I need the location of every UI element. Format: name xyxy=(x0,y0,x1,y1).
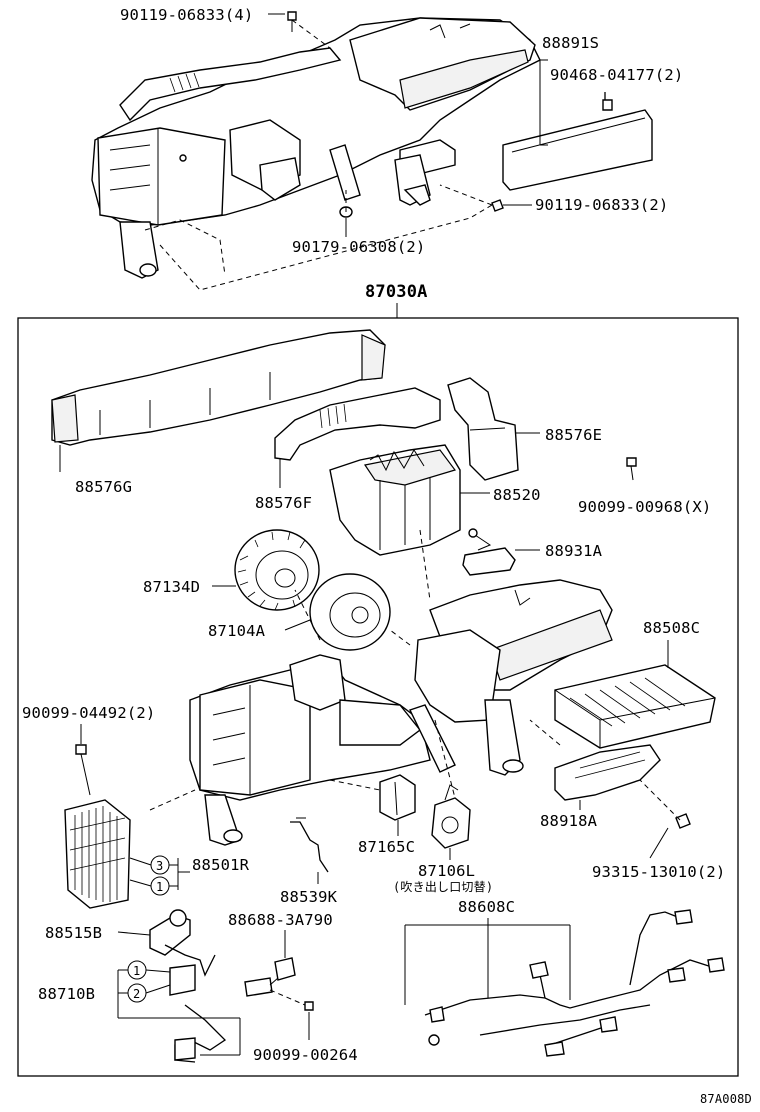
label-unit-assembly: 87030A xyxy=(365,282,428,302)
exploded-view xyxy=(51,329,725,1063)
label-motor: 87104A xyxy=(208,622,266,640)
callout-3: 3 xyxy=(156,859,163,873)
label-clip-right: 93315-13010(2) xyxy=(592,863,725,881)
label-screw-x: 90099-00968(X) xyxy=(578,498,711,516)
label-oring: 88710B xyxy=(38,985,95,1003)
label-harness: 88608C xyxy=(458,898,515,916)
callout-1a: 1 xyxy=(156,880,163,894)
label-servo-mode-note: (吹き出し口切替) xyxy=(393,880,493,894)
label-duct-right: 88576E xyxy=(545,426,602,444)
evaporator-callouts: 3 1 xyxy=(129,855,190,896)
label-evaporator: 88501R xyxy=(192,856,250,874)
exploded-dashed-leaders xyxy=(149,529,681,821)
top-assembly xyxy=(91,11,653,279)
bracket-filter-set xyxy=(539,59,548,146)
label-filter-set: 88891S xyxy=(542,34,599,52)
callout-1b: 1 xyxy=(133,964,140,978)
label-pipe: 88539K xyxy=(280,888,338,906)
drawing-code: 87A008D xyxy=(700,1092,752,1106)
label-filter-case: 88508C xyxy=(643,619,700,637)
bracket-harness xyxy=(404,918,571,1005)
label-bolt-left: 90099-04492(2) xyxy=(22,704,155,722)
leader-clip-right xyxy=(649,827,669,859)
label-resistor: 88931A xyxy=(545,542,603,560)
label-duct-left: 88576G xyxy=(75,478,132,496)
label-cover: 88918A xyxy=(540,812,598,830)
label-valve: 88515B xyxy=(45,924,102,942)
label-servo-small: 87165C xyxy=(358,838,415,856)
label-sensor: 88688-3A790 xyxy=(228,911,333,929)
top-dashed-leaders xyxy=(144,19,606,291)
unit-assembly-frame xyxy=(17,317,739,1077)
label-duct-mid: 88576F xyxy=(255,494,312,512)
label-nut-bottom: 90179-06308(2) xyxy=(292,238,425,256)
label-fan: 87134D xyxy=(143,578,200,596)
label-servo-mode: 87106L xyxy=(418,862,475,880)
callout-2: 2 xyxy=(133,987,140,1001)
leader-motor xyxy=(284,619,311,631)
leader-valve xyxy=(117,931,151,936)
label-clip-upper: 90468-04177(2) xyxy=(550,66,683,84)
label-screw-bottom: 90099-00264 xyxy=(253,1046,358,1064)
label-bolt-top-right: 90119-06833(2) xyxy=(535,196,668,214)
label-bolt-top-left: 90119-06833(4) xyxy=(120,6,253,24)
label-blower-case: 88520 xyxy=(493,486,541,504)
oring-callouts: 1 2 xyxy=(117,960,241,1056)
